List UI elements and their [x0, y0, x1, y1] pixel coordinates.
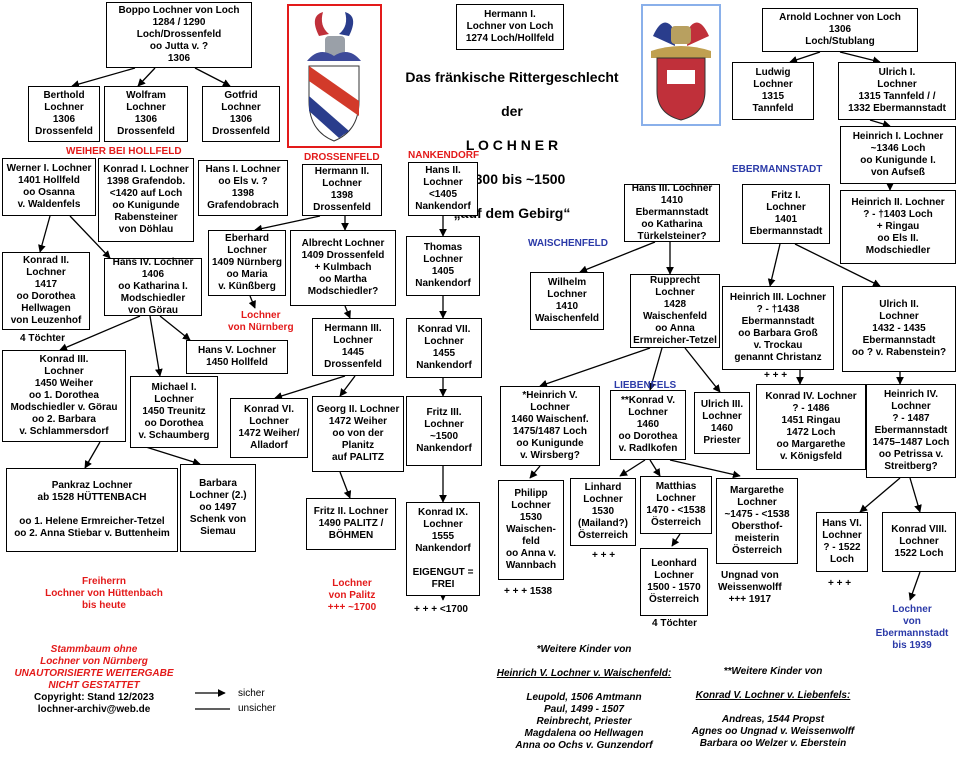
note-konrad-body: Andreas, 1544 Propst Agnes oo Ungnad v. …: [691, 714, 855, 749]
label-liebenfels: LIEBENFELS: [614, 380, 677, 391]
label-ebermannstadt-end: Lochner von Ebermannstadt bis 1939: [875, 604, 949, 651]
title-line-2: der: [501, 103, 523, 119]
label-lochner-nuernberg: Lochner von Nürnberg: [228, 310, 294, 333]
person-eberhard[interactable]: Eberhard Lochner 1409 Nürnberg oo Maria …: [208, 230, 286, 296]
person-heinrich-1[interactable]: Heinrich I. Lochner ~1346 Loch oo Kunigu…: [840, 126, 956, 184]
person-rupprecht[interactable]: Rupprecht Lochner 1428 Waischenfeld oo A…: [630, 274, 720, 348]
person-hermann-2[interactable]: Hermann II. Lochner 1398 Drossenfeld: [302, 164, 382, 216]
legend-solid: sicher: [238, 688, 265, 699]
title-line-3: L O C H N E R: [465, 137, 559, 153]
note-copyright: Copyright: Stand 12/2023 lochner-archiv@…: [33, 692, 155, 715]
person-konrad-5[interactable]: **Konrad V. Lochner 1460 oo Dorothea v. …: [610, 390, 686, 460]
legend-dashed: unsicher: [238, 703, 276, 714]
person-konrad-3[interactable]: Konrad III. Lochner 1450 Weiher oo 1. Do…: [2, 350, 126, 442]
person-hermann-1[interactable]: Hermann I. Lochner von Loch 1274 Loch/Ho…: [456, 4, 564, 50]
label-nankendorf: NANKENDORF: [408, 150, 480, 161]
person-hans-1[interactable]: Hans I. Lochner oo Els v. ? 1398 Grafend…: [198, 160, 288, 216]
person-hans-4[interactable]: Hans IV. Lochner 1406 oo Katharina I. Mo…: [104, 257, 202, 316]
label-drossenfeld: DROSSENFELD: [304, 152, 380, 163]
title-line-1: Das fränkische Rittergeschlecht: [405, 69, 619, 85]
label-toechter-a: 4 Töchter: [20, 333, 66, 344]
note-heinrich-name: Heinrich V. Lochner v. Waischenfeld:: [496, 668, 672, 679]
person-linhard[interactable]: Linhard Lochner 1530 (Mailand?) Österrei…: [570, 478, 636, 546]
note-konrad-head: **Weitere Kinder von: [723, 666, 823, 677]
person-hans-5[interactable]: Hans V. Lochner 1450 Hollfeld: [186, 340, 288, 374]
person-ulrich-2[interactable]: Ulrich II. Lochner 1432 - 1435 Ebermanns…: [842, 286, 956, 372]
person-thomas[interactable]: Thomas Lochner 1405 Nankendorf: [406, 236, 480, 296]
person-matthias[interactable]: Matthias Lochner 1470 - <1538 Österreich: [640, 476, 712, 534]
person-georg-2[interactable]: Georg II. Lochner 1472 Weiher oo von der…: [312, 396, 404, 472]
label-cross-hans-6: + + +: [828, 578, 852, 589]
person-hans-6[interactable]: Hans VI. Lochner ? - 1522 Loch: [816, 512, 868, 572]
person-fritz-2[interactable]: Fritz II. Lochner 1490 PALITZ / BÖHMEN: [306, 498, 396, 550]
person-konrad-2[interactable]: Konrad II. Lochner 1417 oo Dorothea Hell…: [2, 252, 90, 330]
person-gotfrid[interactable]: Gotfrid Lochner 1306 Drossenfeld: [202, 86, 280, 142]
person-heinrich-4[interactable]: Heinrich IV. Lochner ? - 1487 Ebermannst…: [866, 384, 956, 478]
connector-lines: [38, 51, 922, 710]
person-pankraz[interactable]: Pankraz Lochner ab 1528 HÜTTENBACH oo 1.…: [6, 468, 178, 552]
person-konrad-9[interactable]: Konrad IX. Lochner 1555 Nankendorf EIGEN…: [406, 502, 480, 596]
person-konrad-1[interactable]: Konrad I. Lochner 1398 Grafendob. <1420 …: [98, 158, 194, 242]
note-heinrich-head: *Weitere Kinder von: [536, 644, 632, 655]
label-palitz: Lochner von Palitz +++ ~1700: [327, 578, 377, 613]
label-waischenfeld: WAISCHENFELD: [528, 238, 608, 249]
lochner-crest-left: [287, 4, 382, 148]
person-albrecht[interactable]: Albrecht Lochner 1409 Drossenfeld + Kulm…: [290, 230, 396, 306]
person-hans-3[interactable]: Hans III. Lochner 1410 Ebermannstadt oo …: [624, 183, 720, 242]
person-berthold[interactable]: Berthold Lochner 1306 Drossenfeld: [28, 86, 100, 142]
note-disclaimer: Stammbaum ohne Lochner von Nürnberg UNAU…: [14, 644, 174, 691]
label-weiher-hollfeld: WEIHER BEI HOLLFELD: [66, 146, 182, 157]
person-heinrich-2[interactable]: Heinrich II. Lochner ? - †1403 Loch + Ri…: [840, 190, 956, 264]
label-huettenbach: Freiherrn Lochner von Hüttenbach bis heu…: [45, 576, 163, 611]
person-boppo[interactable]: Boppo Lochner von Loch 1284 / 1290 Loch/…: [106, 2, 252, 68]
person-konrad-7[interactable]: Konrad VII. Lochner 1455 Nankendorf: [406, 318, 482, 378]
person-barbara[interactable]: Barbara Lochner (2.) oo 1497 Schenk von …: [180, 464, 256, 552]
person-wilhelm[interactable]: Wilhelm Lochner 1410 Waischenfeld: [530, 272, 604, 330]
person-fritz-1[interactable]: Fritz I. Lochner 1401 Ebermannstadt: [742, 184, 830, 244]
person-hermann-3[interactable]: Hermann III. Lochner 1445 Drossenfeld: [312, 318, 394, 376]
person-konrad-8[interactable]: Konrad VIII. Lochner 1522 Loch: [882, 512, 956, 572]
person-heinrich-5[interactable]: *Heinrich V. Lochner 1460 Waischenf. 147…: [500, 386, 600, 466]
label-nankendorf-end: + + + <1700: [414, 604, 468, 615]
person-ulrich-1[interactable]: Ulrich I. Lochner 1315 Tannfeld / / 1332…: [838, 62, 956, 120]
person-konrad-4[interactable]: Konrad IV. Lochner ? - 1486 1451 Ringau …: [756, 384, 866, 470]
person-philipp[interactable]: Philipp Lochner 1530 Waischen- feld oo A…: [498, 480, 564, 580]
person-hans-2[interactable]: Hans II. Lochner <1405 Nankendorf: [408, 162, 478, 216]
person-heinrich-3[interactable]: Heinrich III. Lochner ? - †1438 Ebermann…: [722, 286, 834, 370]
person-wolfram[interactable]: Wolfram Lochner 1306 Drossenfeld: [104, 86, 188, 142]
note-konrad-name: Konrad V. Lochner v. Liebenfels:: [695, 690, 851, 701]
person-leonhard[interactable]: Leonhard Lochner 1500 - 1570 Österreich: [640, 548, 708, 616]
lochner-crest-right: [641, 4, 721, 126]
label-cross-1538: + + + 1538: [504, 586, 553, 597]
person-ludwig[interactable]: Ludwig Lochner 1315 Tannfeld: [732, 62, 814, 120]
person-werner[interactable]: Werner I. Lochner 1401 Hollfeld oo Osann…: [2, 158, 96, 216]
label-cross-heinrich-3: + + +: [764, 370, 788, 381]
person-ulrich-3[interactable]: Ulrich III. Lochner 1460 Priester: [694, 392, 750, 454]
note-konrad-children: **Weitere Kinder von Konrad V. Lochner v…: [662, 654, 884, 762]
person-michael[interactable]: Michael I. Lochner 1450 Treunitz oo Doro…: [130, 376, 218, 448]
person-konrad-6[interactable]: Konrad VI. Lochner 1472 Weiher/ Alladorf: [230, 398, 308, 458]
label-ebermannstadt: EBERMANNSTADT: [732, 164, 823, 175]
label-cross-linhard: + + +: [592, 550, 616, 561]
person-margarethe[interactable]: Margarethe Lochner ~1475 - <1538 Oberst­…: [716, 478, 798, 564]
person-arnold[interactable]: Arnold Lochner von Loch 1306 Loch/Stubla…: [762, 8, 918, 52]
label-ungnad: Ungnad von Weissenwolff +++ 1917: [718, 570, 782, 605]
person-fritz-3[interactable]: Fritz III. Lochner ~1500 Nankendorf: [406, 396, 482, 466]
label-toechter-b: 4 Töchter: [652, 618, 698, 629]
